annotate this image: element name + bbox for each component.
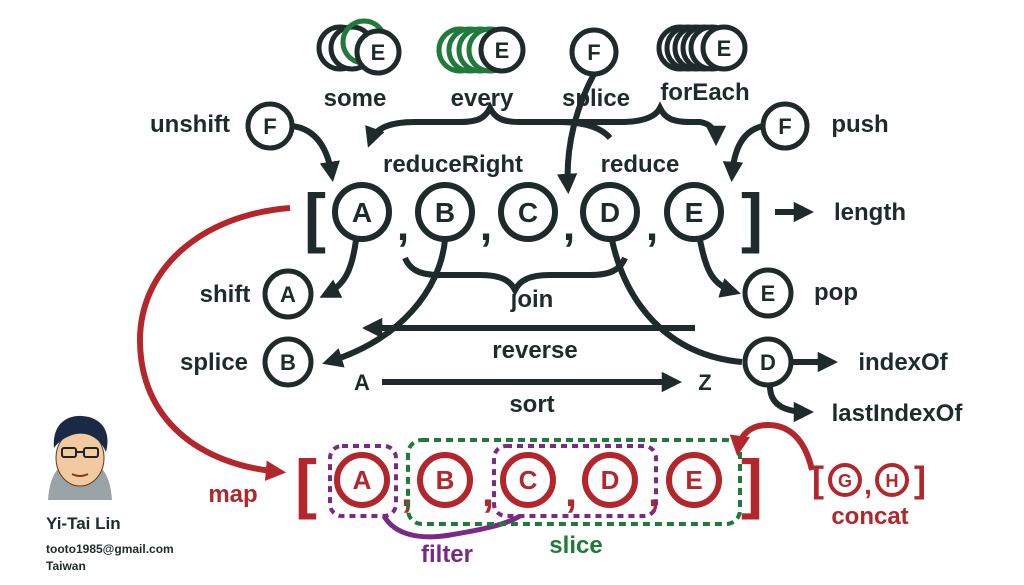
reduce-brace: reduceRight reduce: [365, 101, 727, 178]
concat-item-h: H: [886, 471, 899, 491]
concat-open-bracket: [: [812, 459, 824, 500]
sort-to: Z: [698, 370, 711, 395]
slice-label: slice: [549, 532, 602, 559]
push-node: F push: [722, 101, 889, 183]
main-array: [ ] A , B , C , D , E: [304, 180, 763, 254]
reduce-label: reduce: [601, 151, 680, 178]
main-comma-3: ,: [563, 201, 575, 250]
main-item-e: E: [685, 197, 704, 228]
length-label: length: [834, 199, 906, 226]
slice-group: slice: [406, 438, 742, 559]
main-open-bracket: [: [304, 180, 326, 254]
pop-label: pop: [814, 279, 858, 306]
author-name: Yi-Tai Lin: [46, 514, 121, 533]
push-label: push: [831, 111, 888, 138]
mapped-item-a: A: [353, 465, 372, 495]
main-item-a: A: [352, 197, 372, 228]
concat-close-bracket: ]: [914, 459, 926, 500]
concat-comma: ,: [864, 469, 872, 500]
some-label: some: [324, 85, 387, 112]
main-close-bracket: ]: [741, 180, 763, 254]
sort-from: A: [354, 370, 370, 395]
unshift-item: F: [263, 114, 276, 139]
shift-label: shift: [200, 281, 251, 308]
mapped-comma-3: ,: [565, 467, 577, 516]
every-item: E: [495, 38, 510, 63]
mapped-item-b: B: [436, 465, 455, 495]
lastindexof-label: lastIndexOf: [832, 400, 964, 427]
pop-arrow: [697, 239, 741, 298]
every-label: every: [451, 85, 514, 112]
concat-label: concat: [831, 503, 908, 530]
foreach-item: E: [717, 36, 732, 61]
map-arrow: [136, 205, 291, 481]
unshift-arrow: [291, 123, 340, 183]
main-comma-4: ,: [646, 201, 658, 250]
main-item-c: C: [518, 197, 538, 228]
splice-in-arrow: [556, 72, 597, 195]
mapped-item-e: E: [685, 465, 702, 495]
splice-in-label: splice: [562, 85, 630, 112]
reduceright-label: reduceRight: [383, 151, 523, 178]
every-stack: E every: [436, 26, 526, 112]
index-item: D: [760, 350, 776, 375]
mapped-open-bracket: [: [295, 446, 317, 520]
mapped-item-c: C: [519, 465, 538, 495]
splice-out-label: splice: [180, 349, 248, 376]
mapped-comma-2: ,: [482, 467, 494, 516]
some-stack: E some: [316, 18, 402, 112]
map-label: map: [208, 481, 257, 508]
foreach-label: forEach: [660, 79, 749, 106]
shift-item: A: [280, 282, 296, 307]
pop-item: E: [761, 281, 776, 306]
join-brace: [402, 256, 628, 297]
concat-item-g: G: [838, 471, 852, 491]
author-location: Taiwan: [46, 559, 86, 573]
push-item: F: [778, 114, 791, 139]
foreach-stack: E forEach: [656, 24, 750, 106]
splice-in-item: F: [587, 40, 600, 65]
sort-label: sort: [509, 391, 554, 418]
unshift-label: unshift: [150, 111, 230, 138]
author-email: tooto1985@gmail.com: [46, 542, 174, 556]
concat-group: [ G , H ] concat: [729, 421, 926, 530]
main-comma-1: ,: [397, 201, 409, 250]
shift-arrow: [319, 239, 359, 298]
join-label: join: [510, 286, 554, 313]
reverse-label: reverse: [492, 337, 577, 364]
lastindexof-arrow: [767, 385, 815, 423]
avatar: [48, 415, 112, 500]
concat-arrow: [729, 421, 815, 471]
filter-label: filter: [421, 541, 473, 568]
splice-in-node: F splice: [562, 27, 630, 112]
some-item: E: [371, 40, 386, 65]
main-comma-2: ,: [480, 201, 492, 250]
mapped-array: [ ] A , B , C , D , E: [295, 446, 763, 520]
mapped-close-bracket: ]: [741, 446, 763, 520]
main-item-d: D: [600, 197, 620, 228]
index-arrow: [609, 239, 743, 365]
splice-out-item: B: [280, 350, 296, 375]
unshift-node: unshift F: [150, 101, 340, 183]
push-arrow: [722, 123, 764, 183]
main-item-b: B: [435, 197, 455, 228]
indexof-label: indexOf: [858, 349, 948, 376]
splice-out-arrow: [322, 239, 448, 368]
mapped-item-d: D: [601, 465, 620, 495]
